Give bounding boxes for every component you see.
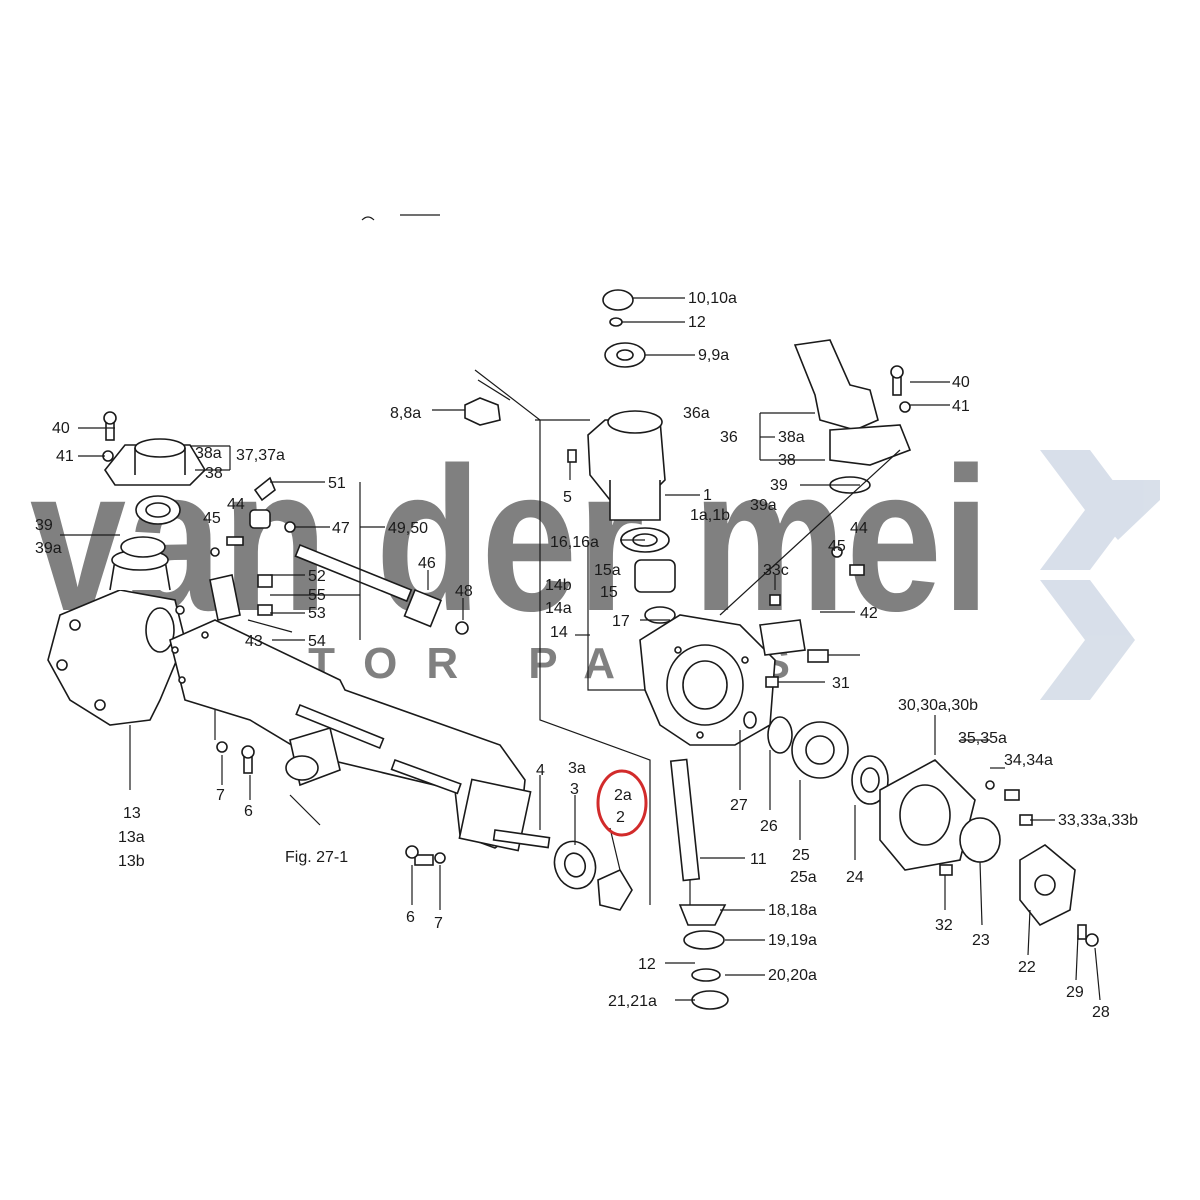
watermark-chevron-icon — [1040, 450, 1160, 700]
part-label: 38 — [205, 465, 223, 482]
highlighted-part-label: 2 — [616, 809, 625, 826]
part-label: 36 — [720, 429, 738, 446]
part-label: 31 — [832, 675, 850, 692]
part-label: 19,19a — [768, 932, 817, 949]
part-label: 1 — [703, 487, 712, 504]
highlighted-part-label: 2a — [614, 787, 632, 804]
part-label: 49,50 — [388, 520, 428, 537]
part-label: 6 — [244, 803, 253, 820]
part-label: 26 — [760, 818, 778, 835]
part-label: 25a — [790, 869, 817, 886]
part-label: 7 — [434, 915, 443, 932]
part-label: 45 — [828, 538, 846, 555]
part-label: 38 — [778, 452, 796, 469]
part-label: 51 — [328, 475, 346, 492]
part-label: 10,10a — [688, 290, 737, 307]
part-label: 14a — [545, 600, 572, 617]
part-label: 23 — [972, 932, 990, 949]
part-label: 8,8a — [390, 405, 421, 422]
part-label: 38a — [195, 445, 222, 462]
drive-shafts — [295, 703, 551, 849]
part-label: 41 — [56, 448, 74, 465]
part-label: 47 — [332, 520, 350, 537]
part-label: 7 — [216, 787, 225, 804]
part-label: 4 — [536, 762, 545, 779]
part-label: 33c — [763, 562, 789, 579]
part-label: 22 — [1018, 959, 1036, 976]
highlight-circle — [596, 769, 648, 837]
part-label: 1a,1b — [690, 507, 730, 524]
leader-lines — [60, 297, 1101, 1001]
part-label: 41 — [952, 398, 970, 415]
right-knuckle-housing — [639, 594, 829, 746]
part-label: 45 — [203, 510, 221, 527]
part-label: 16,16a — [550, 534, 599, 551]
part-label: 36a — [683, 405, 710, 422]
part-label: 20,20a — [768, 967, 817, 984]
left-steering-housing — [47, 549, 186, 790]
diff-bearing-gear — [553, 827, 633, 911]
left-kingpin-cover — [102, 411, 207, 558]
bolts-6-7 — [216, 741, 446, 866]
part-label: 15a — [594, 562, 621, 579]
part-label: 5 — [563, 489, 572, 506]
part-label: 13a — [118, 829, 145, 846]
part-label: 37,37a — [236, 447, 285, 464]
assembly-bracket-lines — [474, 369, 651, 905]
right-steering-arm — [719, 339, 912, 616]
part-label: 40 — [952, 374, 970, 391]
part-label: 34,34a — [1004, 752, 1053, 769]
part-label: 13b — [118, 853, 145, 870]
part-label: 28 — [1092, 1004, 1110, 1021]
part-label: 43 — [245, 633, 263, 650]
part-label: 27 — [730, 797, 748, 814]
part-label: 48 — [455, 583, 473, 600]
part-label: 21,21a — [608, 993, 657, 1010]
figure-ref: Fig. 27-1 — [285, 849, 348, 866]
part-label: 12 — [688, 314, 706, 331]
part-label: 11 — [750, 851, 767, 868]
part-label: 55 — [308, 587, 326, 604]
part-label: 39a — [35, 540, 62, 557]
part-label: 17 — [612, 613, 630, 630]
part-label: 13 — [123, 805, 141, 822]
part-label: 54 — [308, 633, 326, 650]
part-label: 24 — [846, 869, 864, 886]
part-label: 39a — [750, 497, 777, 514]
part-label: 33,33a,33b — [1058, 812, 1138, 829]
part-label: 44 — [227, 496, 245, 513]
part-label: 30,30a,30b — [898, 697, 978, 714]
part-label: 9,9a — [698, 347, 729, 364]
center-kingpin-stack — [464, 289, 676, 624]
part-label: 3 — [570, 781, 579, 798]
right-hub-parts — [743, 711, 1099, 947]
part-label: 15 — [600, 584, 618, 601]
part-label: 3a — [568, 760, 586, 777]
part-label: 40 — [52, 420, 70, 437]
part-label: 52 — [308, 568, 326, 585]
part-label: 39 — [770, 477, 788, 494]
part-label: 35,35a — [958, 730, 1007, 747]
part-label: 32 — [935, 917, 953, 934]
part-label: 38a — [778, 429, 805, 446]
part-label: 46 — [418, 555, 436, 572]
part-label: 6 — [406, 909, 415, 926]
part-labels: 10,10a 12 9,9a 8,8a 36a 36 38a 38 40 41 … — [35, 290, 1138, 1021]
part-label: 39 — [35, 517, 53, 534]
tie-rod-assembly — [209, 476, 469, 635]
part-label: 14 — [550, 624, 568, 641]
vertical-shaft-stack — [669, 758, 729, 1010]
part-label: 53 — [308, 605, 326, 622]
part-label: 14b — [545, 577, 572, 594]
part-label: 44 — [850, 520, 868, 537]
part-label: 25 — [792, 847, 810, 864]
part-label: 12 — [638, 956, 656, 973]
part-label: 42 — [860, 605, 878, 622]
part-label: 18,18a — [768, 902, 817, 919]
scan-marks — [361, 214, 440, 221]
part-label: 29 — [1066, 984, 1084, 1001]
